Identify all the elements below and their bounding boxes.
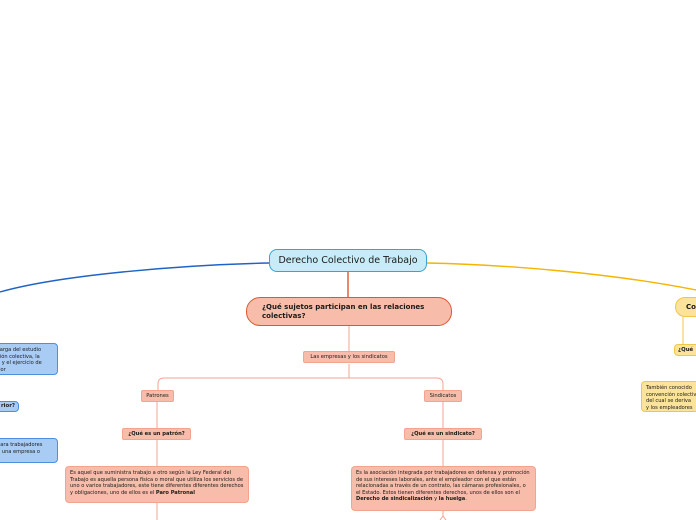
patrones-definition[interactable]: Es aquel que suministra trabajo a otro s… xyxy=(65,466,249,503)
right-topic[interactable]: Co xyxy=(675,297,696,317)
patrones-definition-text: Es aquel que suministra trabajo a otro s… xyxy=(70,470,244,496)
sindicatos-node[interactable]: Sindicatos xyxy=(424,390,462,402)
center-subtopic[interactable]: Las empresas y los sindicatos xyxy=(303,351,395,363)
right-question[interactable]: ¿Qué xyxy=(674,344,696,356)
right-branch-line xyxy=(426,262,696,291)
sindicatos-question[interactable]: ¿Qué es un sindicato? xyxy=(404,428,482,440)
left-card-2[interactable]: para trabajadores n una empresa o xyxy=(0,438,58,463)
sindicatos-definition[interactable]: Es la asociación integrada por trabajado… xyxy=(351,466,536,511)
sindicatos-definition-text: Es la asociación integrada por trabajado… xyxy=(356,470,530,496)
sindicatos-definition-end: . xyxy=(465,496,467,503)
left-branch-line xyxy=(0,262,270,293)
right-card[interactable]: También conocido convención colectiv del… xyxy=(641,381,696,412)
root-topic[interactable]: Derecho Colectivo de Trabajo xyxy=(269,249,427,272)
sindicatos-bold-2: la huelga xyxy=(438,496,466,503)
patrones-definition-bold: Paro Patronal xyxy=(155,489,195,496)
center-main-topic[interactable]: ¿Qué sujetos participan en las relacione… xyxy=(246,297,452,326)
sindicatos-bold-1: Derecho de sindicalización xyxy=(356,496,433,503)
sindicatos-definition-mid: y xyxy=(432,496,439,503)
left-card-1[interactable]: carga del estudio ción colectiva, la a y… xyxy=(0,343,58,375)
patrones-node[interactable]: Patrones xyxy=(141,390,174,402)
left-question[interactable]: rior? xyxy=(0,401,19,412)
patrones-question[interactable]: ¿Qué es un patrón? xyxy=(122,428,191,440)
